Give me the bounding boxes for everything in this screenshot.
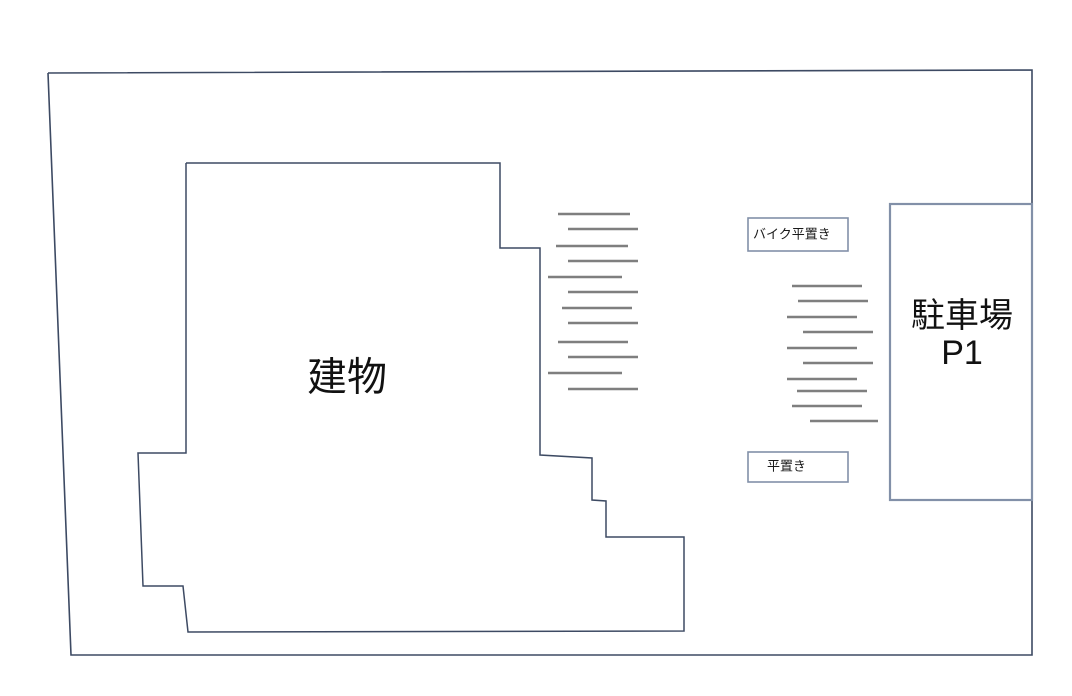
stall-group-right (787, 284, 878, 423)
building-label: 建物 (307, 356, 387, 400)
stall-group-left (548, 212, 638, 391)
site-boundary-group (47, 69, 1033, 656)
parking-lot-p1-group (888, 202, 1034, 502)
flat-parking-label-box (747, 451, 849, 483)
parking-lot-p1-rect (888, 202, 1034, 502)
bike-flat-parking-label-text: バイク平置き (753, 226, 831, 241)
building-group (137, 162, 685, 633)
parking-lot-label-code: P1 (941, 334, 983, 372)
bike-flat-parking-label-box (747, 217, 849, 252)
site-boundary (47, 69, 1033, 656)
area-labels-group: 建物 駐車場 P1 (307, 297, 1013, 400)
building-outline (137, 162, 685, 633)
parking-lot-label-name: 駐車場 (911, 297, 1013, 335)
flat-parking-label-text: 平置き (767, 458, 806, 473)
